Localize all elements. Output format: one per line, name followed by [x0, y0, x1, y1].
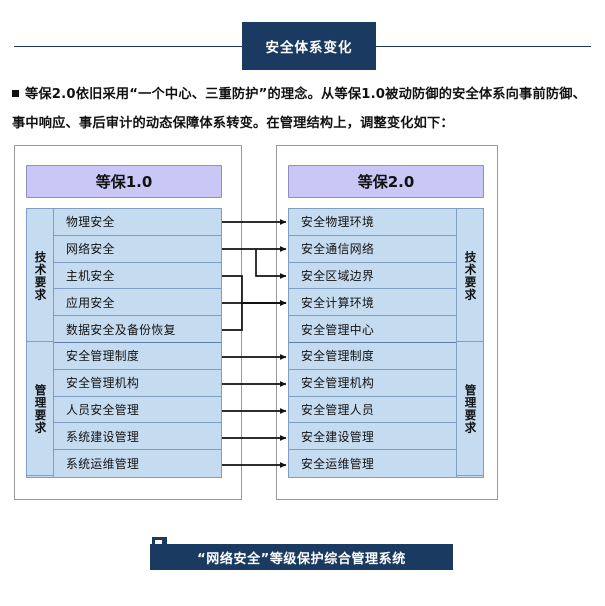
list-item: 系统建设管理 [54, 423, 221, 451]
list-item: 系统运维管理 [54, 450, 221, 477]
list-item: 应用安全 [54, 289, 221, 317]
page-title: 安全体系变化 [242, 22, 376, 70]
list-item: 安全管理中心 [289, 316, 456, 343]
left-requirements-grid: 技术要求 管理要求 物理安全 网络安全 主机安全 应用安全 数据安全及备份恢复 … [26, 208, 222, 478]
right-group-label-technical: 技术要求 [456, 208, 484, 343]
list-item: 网络安全 [54, 235, 221, 263]
right-panel-title: 等保2.0 [288, 165, 484, 198]
left-panel-title: 等保1.0 [26, 165, 222, 198]
left-group-label-management: 管理要求 [26, 341, 54, 476]
intro-text: 等保2.0依旧采用“一个中心、三重防护”的理念。从等保1.0被动防御的安全体系向… [12, 87, 586, 131]
list-item: 安全管理人员 [289, 396, 456, 424]
footer-caption: “网络安全”等级保护综合管理系统 [150, 544, 453, 570]
list-item: 安全管理机构 [54, 369, 221, 397]
list-item: 主机安全 [54, 262, 221, 290]
left-item-column: 物理安全 网络安全 主机安全 应用安全 数据安全及备份恢复 安全管理制度 安全管… [53, 209, 221, 477]
intro-paragraph: 等保2.0依旧采用“一个中心、三重防护”的理念。从等保1.0被动防御的安全体系向… [12, 80, 597, 138]
left-group-label-column: 技术要求 管理要求 [26, 208, 54, 477]
right-group-label-management: 管理要求 [456, 341, 484, 476]
list-item: 安全计算环境 [289, 289, 456, 317]
list-item: 安全区域边界 [289, 262, 456, 290]
list-item: 安全通信网络 [289, 235, 456, 263]
square-bullet-icon [12, 90, 19, 97]
right-item-column: 安全物理环境 安全通信网络 安全区域边界 安全计算环境 安全管理中心 安全管理制… [289, 209, 457, 477]
right-requirements-grid: 安全物理环境 安全通信网络 安全区域边界 安全计算环境 安全管理中心 安全管理制… [288, 208, 484, 478]
comparison-diagram: 等保1.0 等保2.0 技术要求 管理要求 物理安全 网络安全 主机安全 应用安… [0, 140, 605, 510]
list-item: 数据安全及备份恢复 [54, 316, 221, 343]
list-item: 安全物理环境 [289, 209, 456, 236]
right-group-label-column: 技术要求 管理要求 [456, 208, 484, 477]
list-item: 安全管理机构 [289, 369, 456, 397]
list-item: 安全运维管理 [289, 450, 456, 477]
page-header: 安全体系变化 [0, 22, 605, 70]
list-item: 物理安全 [54, 209, 221, 236]
list-item: 安全建设管理 [289, 423, 456, 451]
left-group-label-technical: 技术要求 [26, 208, 54, 343]
list-item: 安全管理制度 [289, 342, 456, 370]
list-item: 人员安全管理 [54, 396, 221, 424]
list-item: 安全管理制度 [54, 342, 221, 370]
